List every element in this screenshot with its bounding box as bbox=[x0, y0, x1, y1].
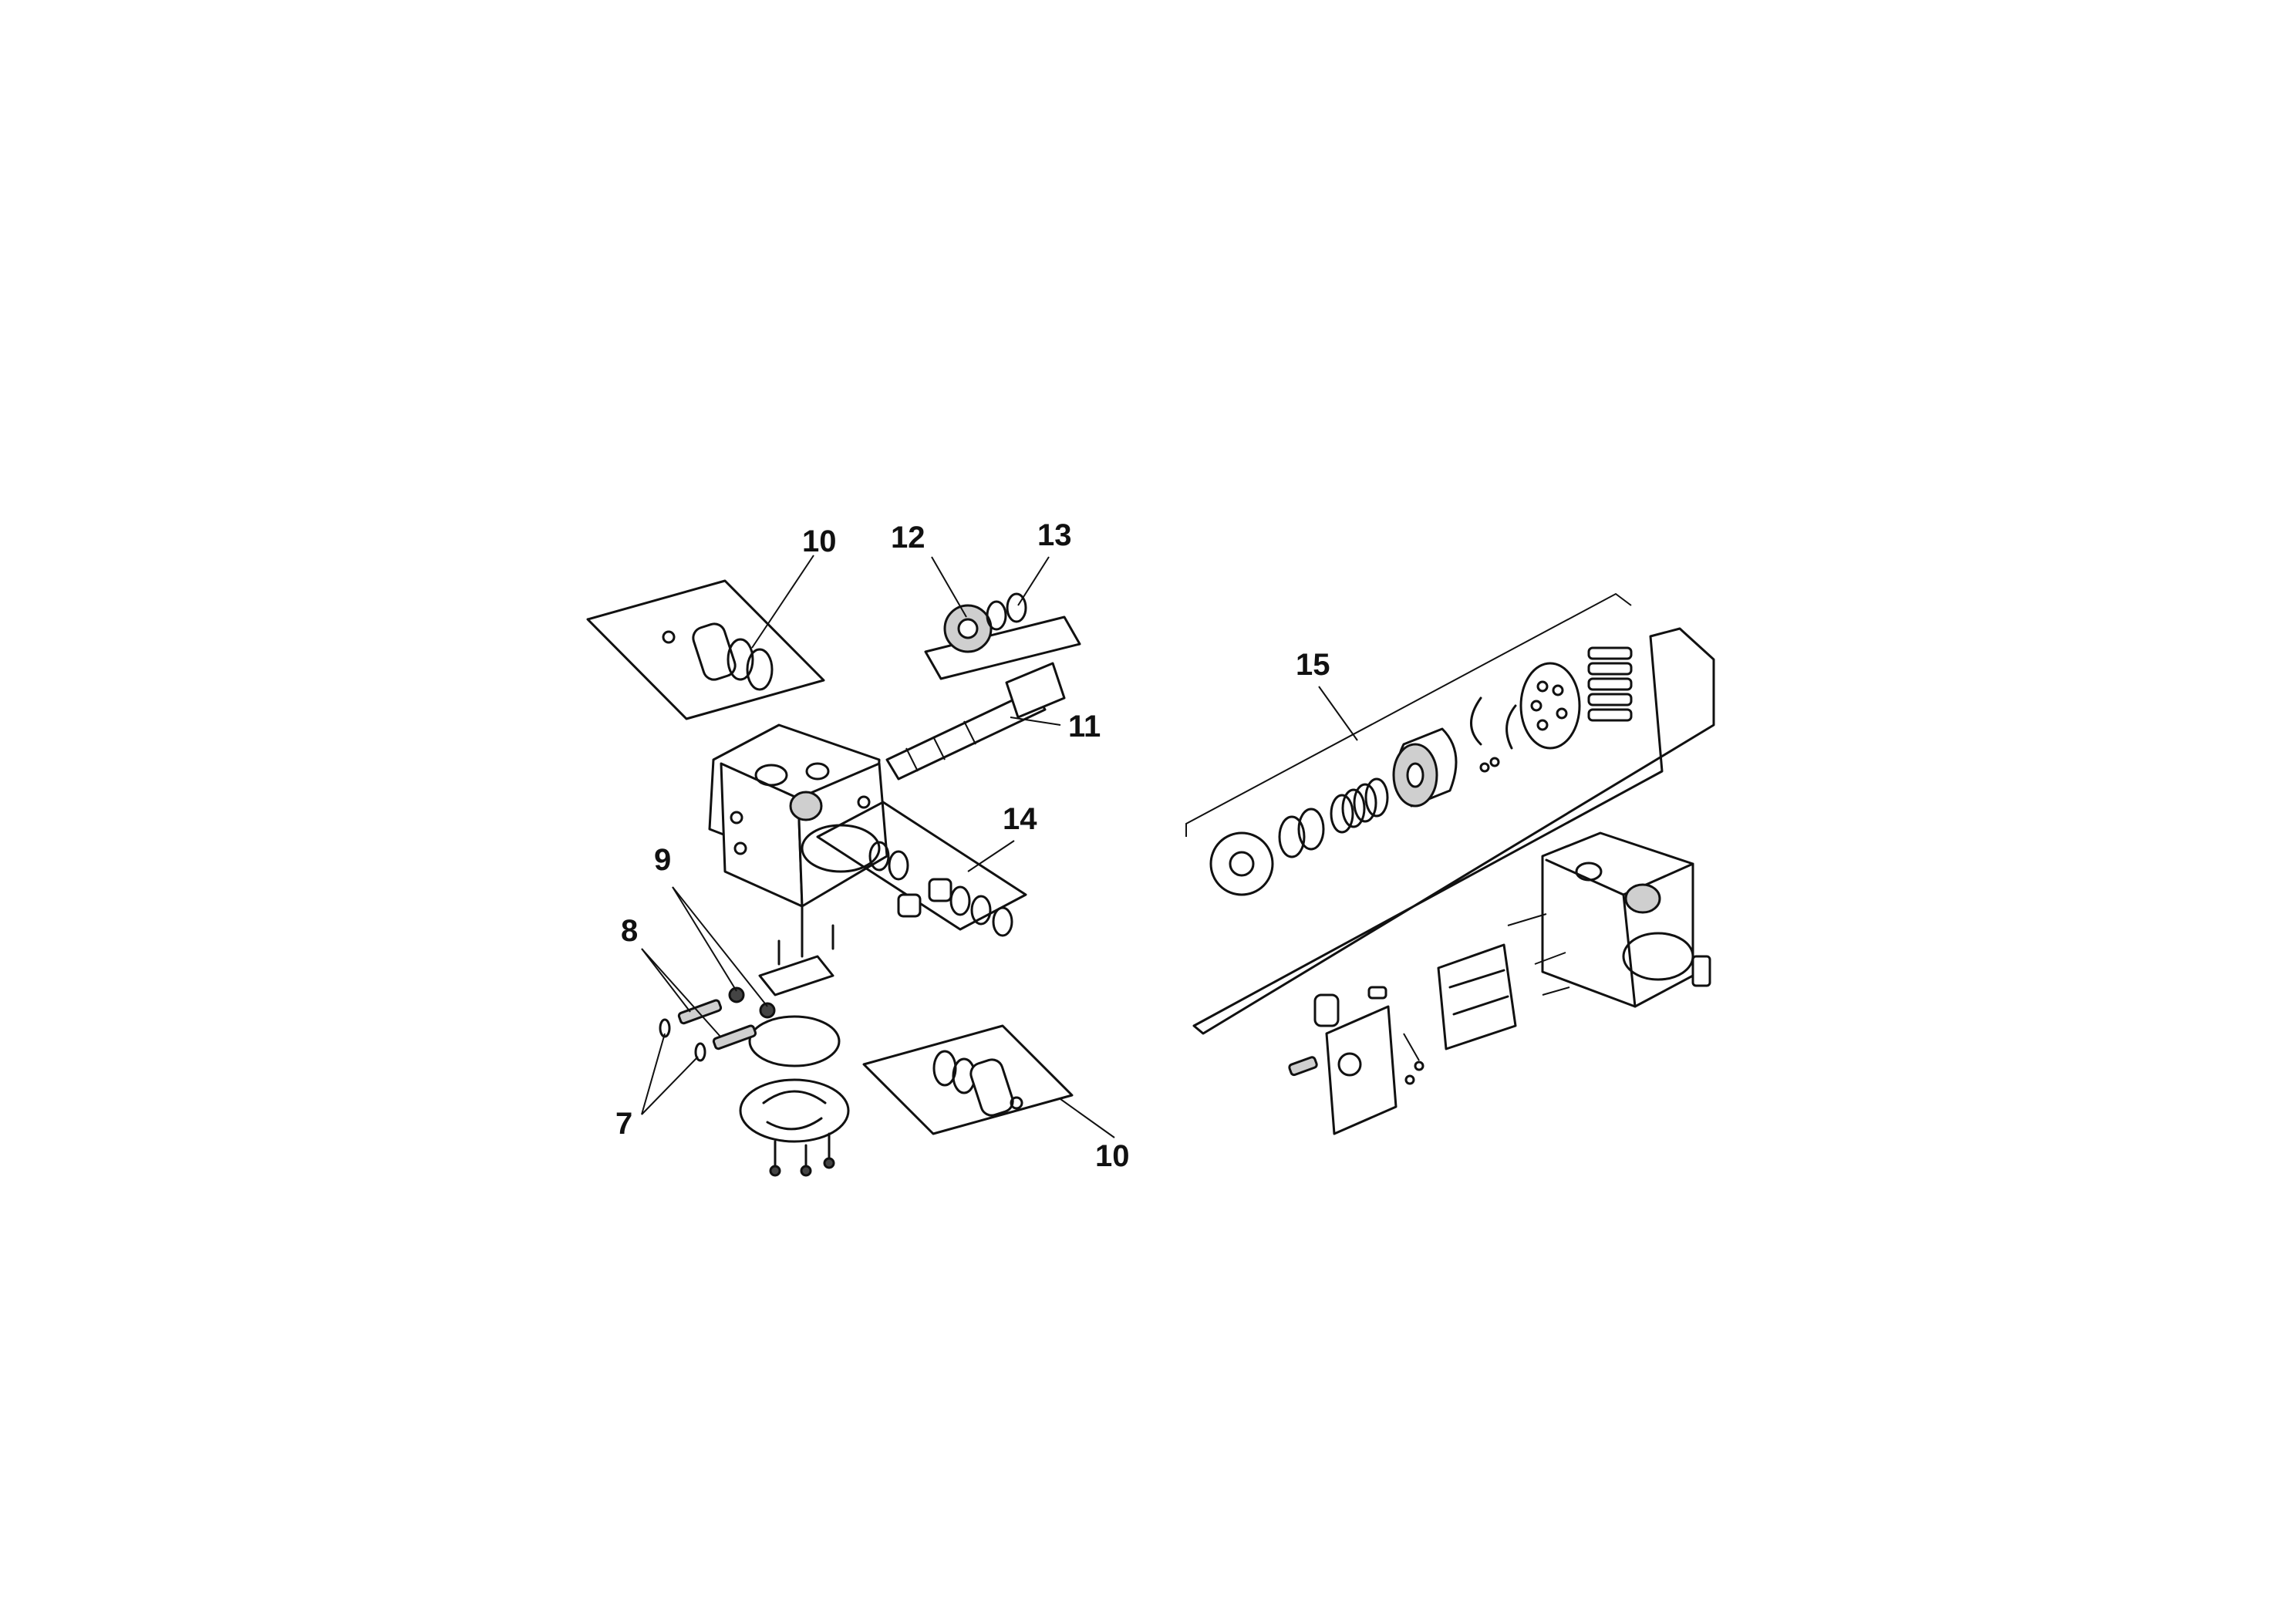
kit-box-15-outline bbox=[1192, 627, 1715, 1035]
swash-plate bbox=[1437, 943, 1517, 1050]
callout-12: 12 bbox=[891, 521, 925, 555]
callout-9: 9 bbox=[654, 843, 671, 877]
kit-box-12-13 bbox=[924, 592, 1081, 680]
callout-14: 14 bbox=[1003, 802, 1037, 836]
callout-8: 8 bbox=[621, 914, 638, 948]
pump-housing-right bbox=[1507, 831, 1711, 1008]
drive-shaft-11 bbox=[885, 662, 1066, 781]
springs-8-and-orings-7 bbox=[659, 999, 757, 1062]
left-pump-assembly bbox=[586, 579, 1081, 1177]
leader-lines-left bbox=[641, 555, 1115, 1138]
right-motor-assembly bbox=[1185, 592, 1715, 1135]
kit-box-14 bbox=[816, 801, 1027, 937]
callout-15: 15 bbox=[1296, 648, 1330, 682]
callout-labels: 10 12 13 11 14 9 8 7 10 15 bbox=[615, 518, 1330, 1173]
callout-10-top: 10 bbox=[802, 524, 837, 558]
end-cover bbox=[1288, 986, 1424, 1135]
kit-bracket-15 bbox=[1185, 592, 1632, 837]
callout-13: 13 bbox=[1037, 518, 1072, 552]
rotating-group-15 bbox=[1209, 646, 1633, 896]
pump-housing-left bbox=[708, 723, 888, 908]
callout-11: 11 bbox=[1068, 710, 1101, 744]
valve-plate-and-cover bbox=[728, 905, 850, 1177]
kit-box-10-top bbox=[586, 579, 825, 720]
callout-10-bottom: 10 bbox=[1095, 1139, 1130, 1173]
kit-box-10-bottom bbox=[862, 1024, 1074, 1135]
callout-7: 7 bbox=[615, 1107, 632, 1141]
leader-line-15 bbox=[1318, 686, 1358, 741]
